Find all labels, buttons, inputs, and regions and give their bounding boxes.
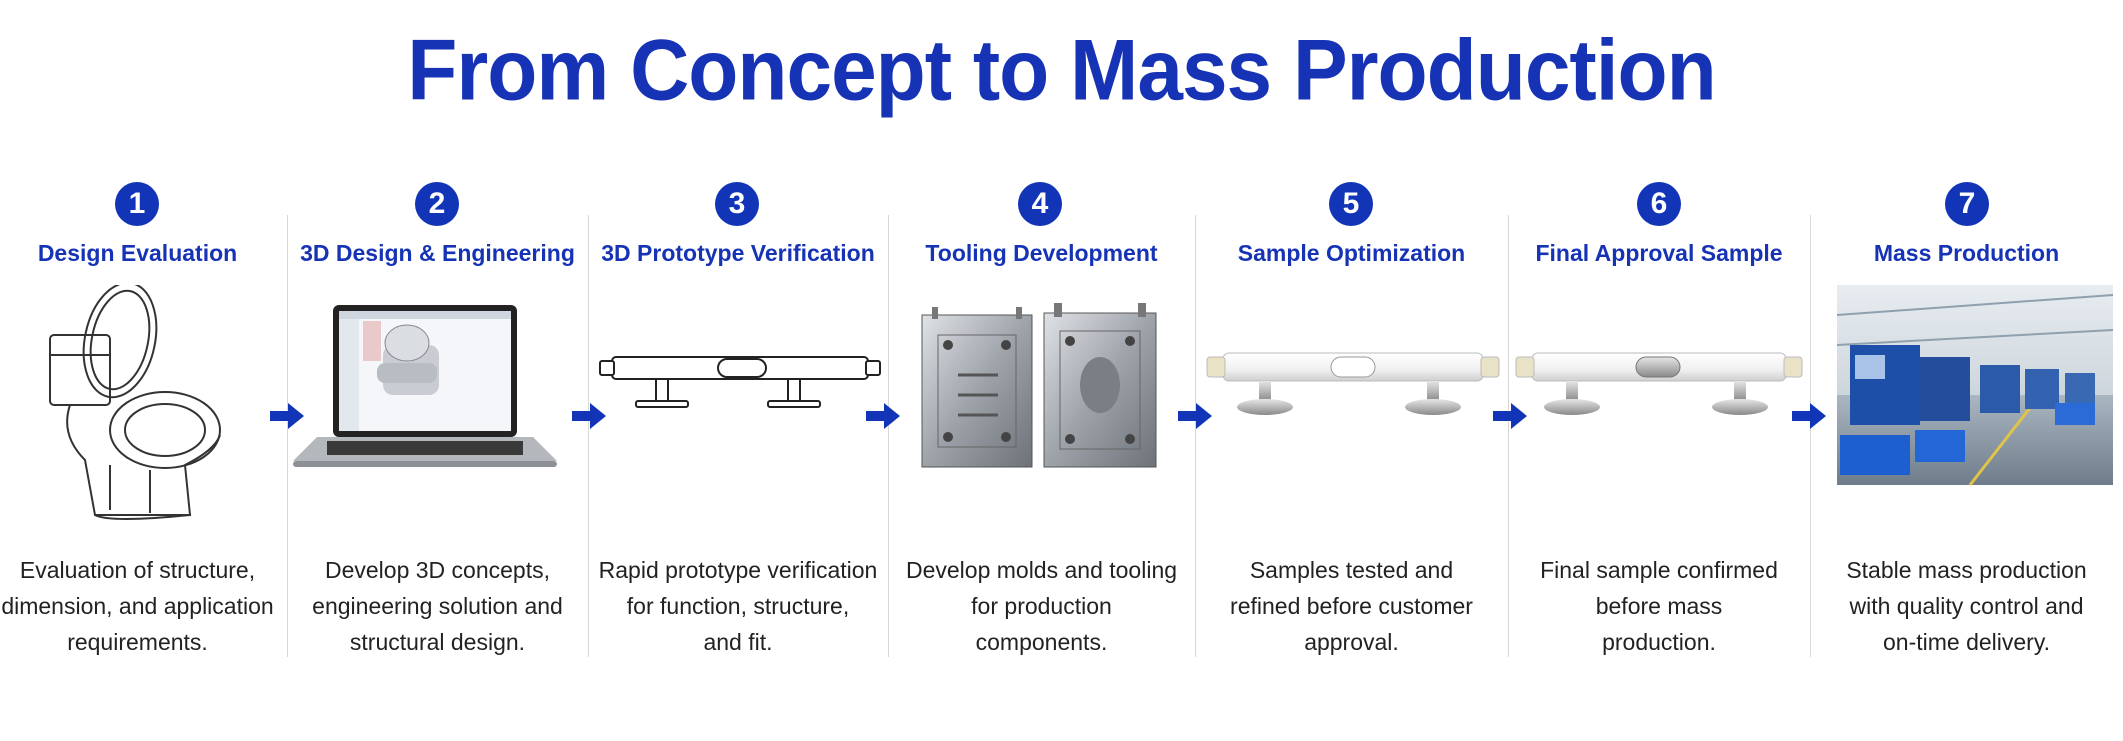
step-final-approval: 6 Final Approval Sample Final sample con… <box>1508 170 1810 670</box>
arrow-right-icon <box>1178 403 1212 429</box>
mold-halves-icon <box>888 285 1195 535</box>
arrow-right-icon <box>1493 403 1527 429</box>
step-number-badge: 3 <box>715 182 759 226</box>
step-number-badge: 4 <box>1018 182 1062 226</box>
step-number-badge: 1 <box>115 182 159 226</box>
column-divider <box>1508 215 1509 657</box>
page-title: From Concept to Mass Production <box>407 22 1716 119</box>
column-divider <box>287 215 288 657</box>
step-title: Mass Production <box>1873 240 2060 266</box>
arrow-right-icon <box>270 403 304 429</box>
step-design-evaluation: 1 Design Evaluation Evaluation of struct… <box>0 170 275 670</box>
grab-bar-final-icon <box>1508 285 1810 535</box>
arrow-right-icon <box>572 403 606 429</box>
step-title: 3D Prototype Verification <box>601 240 875 266</box>
step-tooling-development: 4 Tooling Development Develop molds and … <box>888 170 1195 670</box>
step-title: 3D Design & Engineering <box>300 240 575 266</box>
step-description: Evaluation of structure,dimension, and a… <box>1 557 274 655</box>
column-divider <box>888 215 889 657</box>
step-mass-production: 7 Mass Production <box>1810 170 2123 670</box>
grab-bar-sample-icon <box>1195 285 1508 535</box>
column-divider <box>1195 215 1196 657</box>
step-number-badge: 7 <box>1945 182 1989 226</box>
toilet-sketch-icon <box>0 285 275 535</box>
arrow-right-icon <box>1792 403 1826 429</box>
step-3d-design: 2 3D Design & Engineering Develop 3D con… <box>287 170 588 670</box>
step-title: Sample Optimization <box>1237 240 1466 266</box>
column-divider <box>588 215 589 657</box>
step-title: Design Evaluation <box>37 240 238 266</box>
step-title: Final Approval Sample <box>1535 240 1783 266</box>
step-title: Tooling Development <box>925 240 1158 266</box>
step-number-badge: 2 <box>415 182 459 226</box>
arrow-right-icon <box>866 403 900 429</box>
step-number-badge: 5 <box>1329 182 1373 226</box>
step-prototype-verification: 3 3D Prototype Verification Rapid protot… <box>588 170 888 670</box>
laptop-cad-icon <box>287 285 588 535</box>
step-sample-optimization: 5 Sample Optimization Samples tested and… <box>1195 170 1508 670</box>
step-number-badge: 6 <box>1637 182 1681 226</box>
grab-bar-outline-icon <box>588 285 888 535</box>
factory-floor-icon <box>1810 285 2123 535</box>
step-description: Develop 3D concepts,engineering solution… <box>312 557 563 655</box>
column-divider <box>1810 215 1811 657</box>
